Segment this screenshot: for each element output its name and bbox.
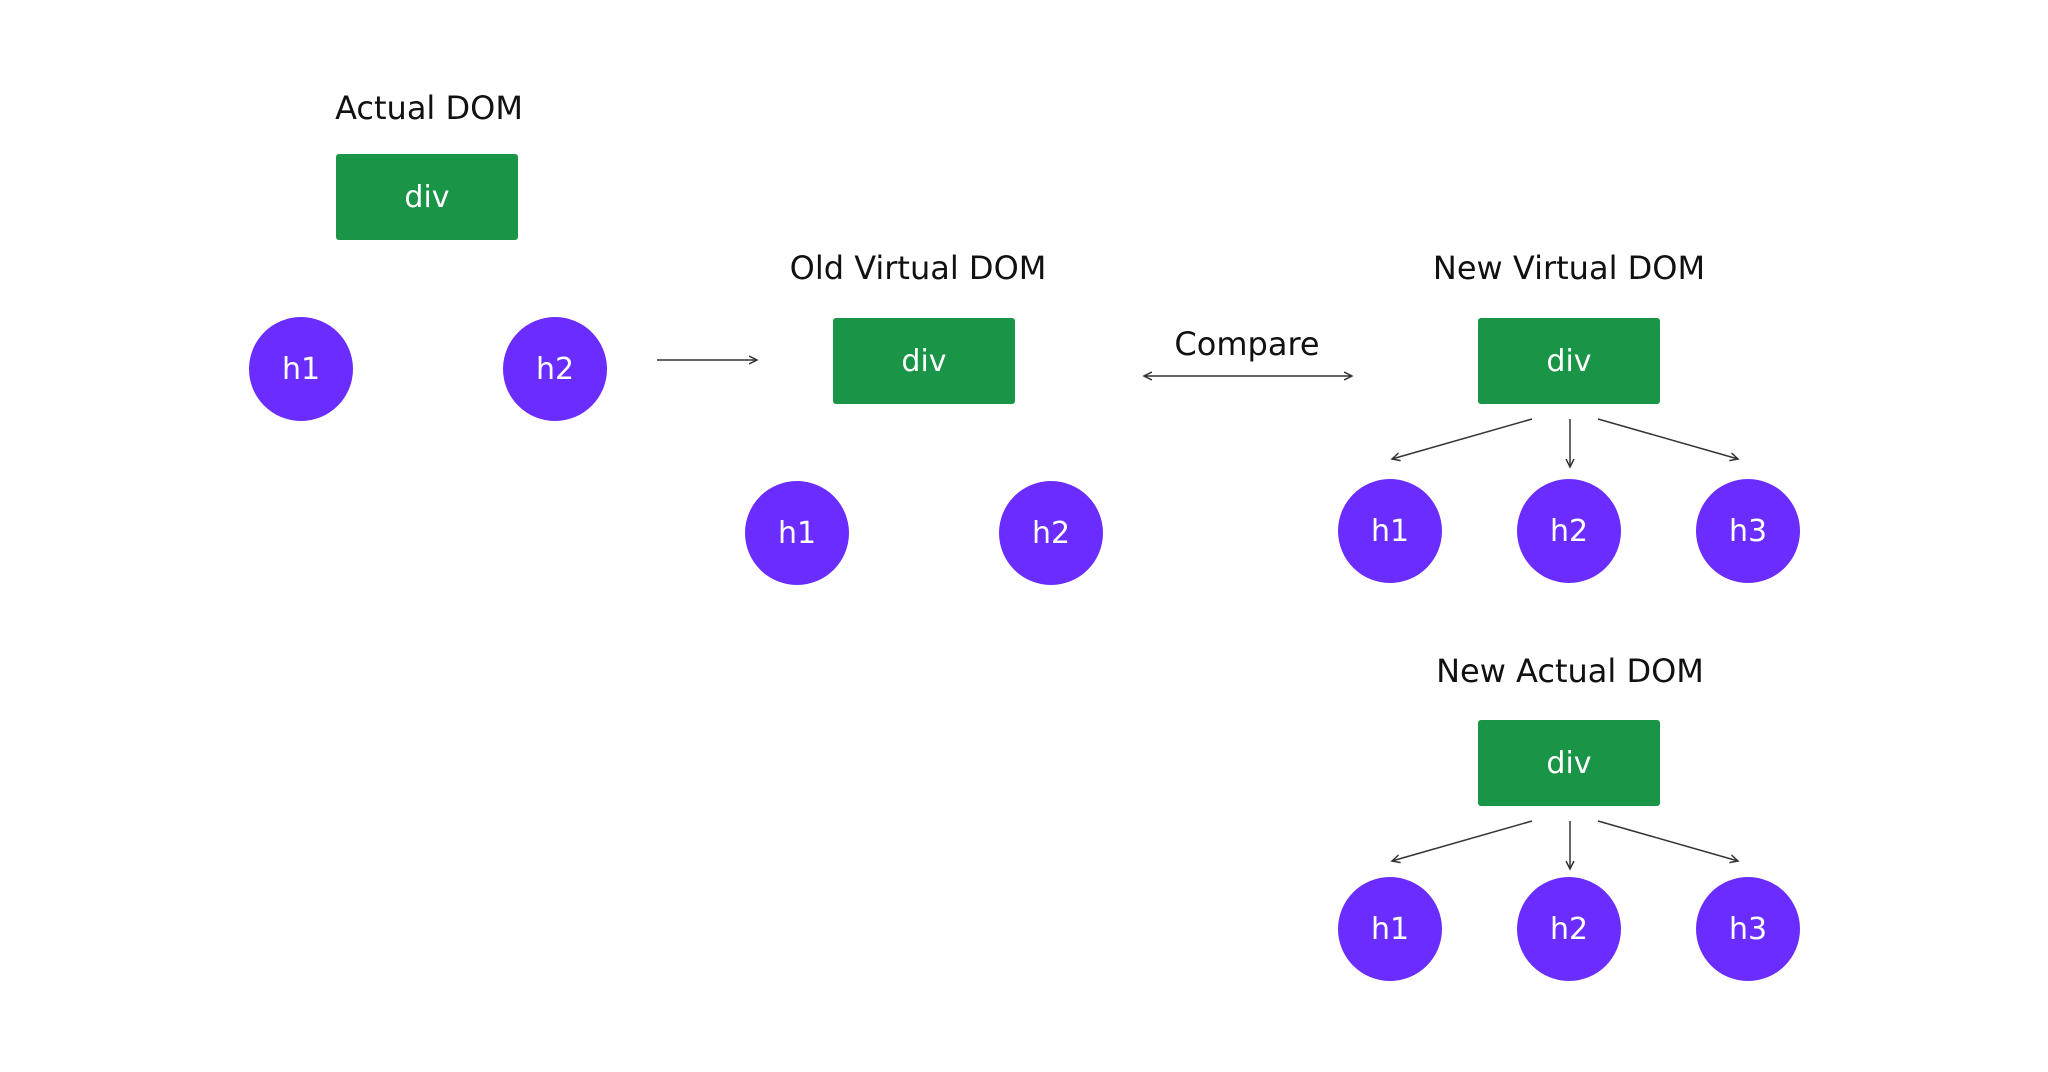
actual-dom-div-box: div <box>336 154 518 240</box>
new-actual-dom-h1-node: h1 <box>1338 877 1442 981</box>
old-virtual-dom-h2-node: h2 <box>999 481 1103 585</box>
new-virtual-dom-h2-node: h2 <box>1517 479 1621 583</box>
compare-label: Compare <box>1174 325 1320 363</box>
new-virtual-dom-h3-node: h3 <box>1696 479 1800 583</box>
new-virtual-dom-h1-node: h1 <box>1338 479 1442 583</box>
actual-dom-h1-node: h1 <box>249 317 353 421</box>
new-actual-dom-div-box: div <box>1478 720 1660 806</box>
new-actual-edge-h1 <box>1392 820 1533 861</box>
new-actual-edge-h3 <box>1597 820 1738 861</box>
actual-dom-title: Actual DOM <box>335 89 523 127</box>
actual-dom-h2-node: h2 <box>503 317 607 421</box>
new-actual-dom-h2-node: h2 <box>1517 877 1621 981</box>
old-virtual-dom-div-box: div <box>833 318 1015 404</box>
new-virtual-dom-title: New Virtual DOM <box>1432 249 1706 287</box>
new-virtual-dom-div-box: div <box>1478 318 1660 404</box>
new-virtual-edge-h1 <box>1392 418 1533 459</box>
old-virtual-dom-h1-node: h1 <box>745 481 849 585</box>
old-virtual-dom-title: Old Virtual DOM <box>789 249 1047 287</box>
new-virtual-edge-h3 <box>1597 418 1738 459</box>
new-actual-dom-title: New Actual DOM <box>1436 652 1704 690</box>
new-actual-dom-h3-node: h3 <box>1696 877 1800 981</box>
